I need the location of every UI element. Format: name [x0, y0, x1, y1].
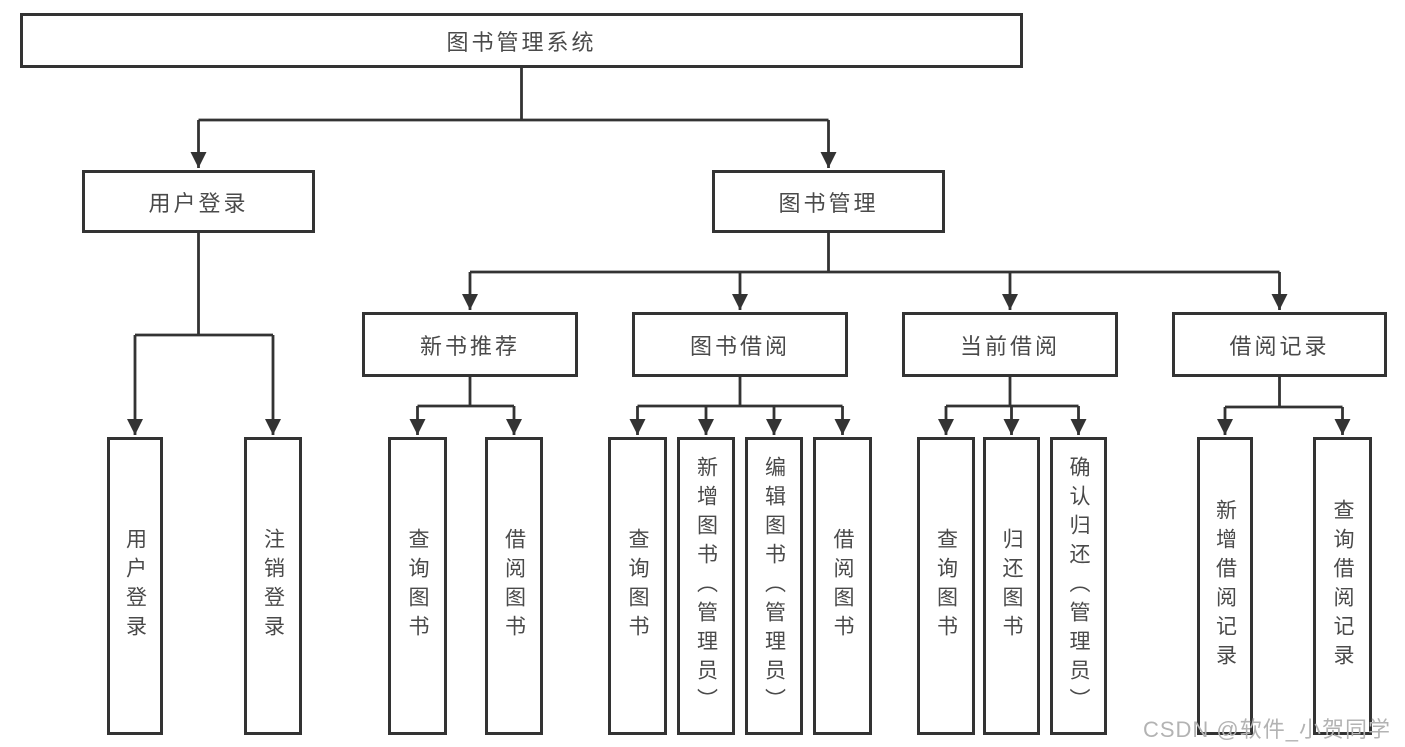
node-label: 当前借阅: [959, 333, 1060, 359]
node-book-management: 图书管理: [712, 170, 945, 233]
node-user-login: 用户登录: [82, 170, 315, 233]
leaf-query-books: 查询图书: [608, 437, 667, 735]
node-label: 查询图书: [934, 528, 958, 644]
node-label: 查询图书: [406, 528, 429, 644]
leaf-borrow-books: 借阅图书: [485, 437, 543, 735]
node-label: 借阅图书: [831, 528, 854, 644]
node-label: 借阅记录: [1229, 333, 1330, 359]
leaf-return-book: 归还图书: [983, 437, 1040, 735]
node-label: 用户登录: [123, 528, 147, 644]
node-new-book-recommendation: 新书推荐: [362, 312, 578, 377]
node-library-management-system: 图书管理系统: [20, 13, 1023, 68]
leaf-query-books: 查询图书: [388, 437, 447, 735]
leaf-query-borrow-record: 查询借阅记录: [1313, 437, 1372, 735]
node-label: 注销登录: [261, 528, 285, 644]
leaf-add-borrow-record: 新增借阅记录: [1197, 437, 1253, 735]
node-label: 编辑图书（管理员）: [762, 455, 786, 717]
node-label: 借阅图书: [502, 528, 526, 644]
node-label: 归还图书: [1000, 528, 1023, 644]
leaf-borrow-books: 借阅图书: [813, 437, 872, 735]
node-borrowing-records: 借阅记录: [1172, 312, 1387, 377]
node-label: 图书管理: [778, 190, 879, 216]
node-label: 用户登录: [148, 190, 249, 216]
node-label: 新增借阅记录: [1213, 499, 1237, 673]
leaf-query-books: 查询图书: [917, 437, 975, 735]
node-label: 新书推荐: [419, 333, 520, 359]
node-book-borrowing: 图书借阅: [632, 312, 848, 377]
node-label: 查询借阅记录: [1331, 499, 1354, 673]
node-current-borrowing: 当前借阅: [902, 312, 1118, 377]
leaf-user-login: 用户登录: [107, 437, 163, 735]
node-label: 确认归还（管理员）: [1067, 455, 1090, 717]
leaf-logout: 注销登录: [244, 437, 302, 735]
node-label: 图书借阅: [689, 333, 790, 359]
node-label: 新增图书（管理员）: [694, 455, 718, 717]
leaf-confirm-return-admin: 确认归还（管理员）: [1050, 437, 1107, 735]
leaf-add-book-admin: 新增图书（管理员）: [677, 437, 735, 735]
node-label: 图书管理系统: [446, 29, 597, 55]
csdn-watermark: CSDN @软件_小贺同学: [1142, 717, 1391, 742]
leaf-edit-book-admin: 编辑图书（管理员）: [745, 437, 803, 735]
node-label: 查询图书: [626, 528, 649, 644]
